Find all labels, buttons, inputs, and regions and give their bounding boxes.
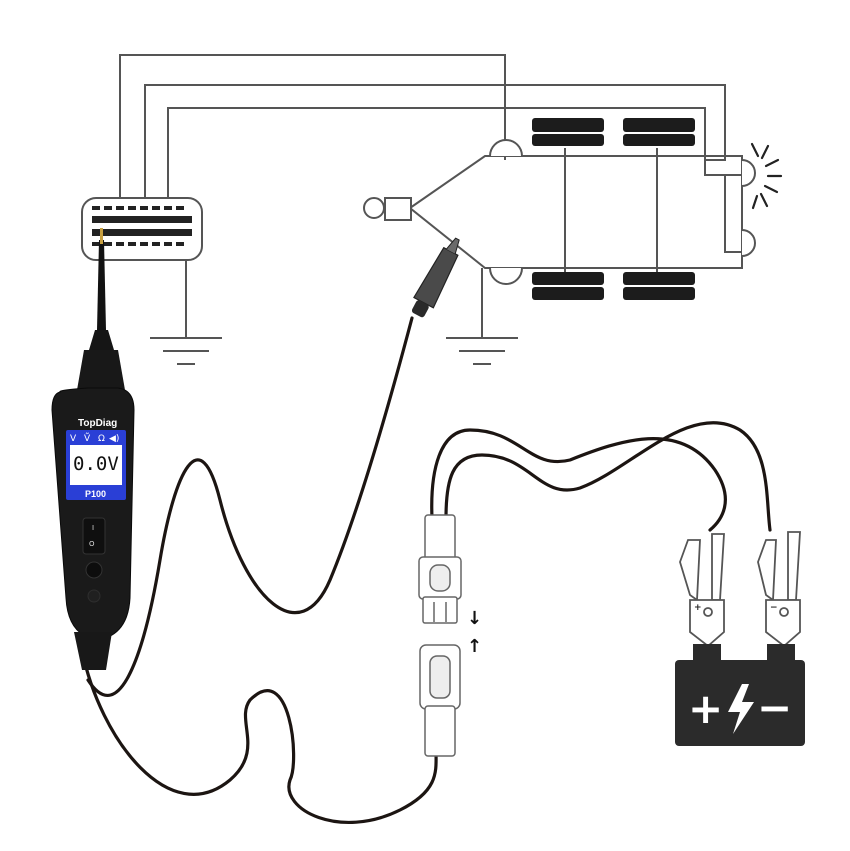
mode-ac-volt: Ṽ (84, 432, 91, 444)
screen-display (70, 445, 122, 485)
switch-on-label: I (92, 524, 94, 532)
connector-plug-top (418, 514, 462, 624)
battery-cables (430, 421, 772, 532)
mode-ohm: Ω (98, 434, 105, 444)
battery-minus-sign: − (757, 683, 792, 732)
speaker-grille-icon (87, 589, 101, 603)
clamp-negative-label: − (770, 603, 778, 613)
battery-clamp-negative: − (757, 531, 801, 648)
battery-plus-sign: + (688, 684, 723, 733)
battery-bolt-icon (728, 684, 754, 734)
test-button[interactable] (85, 561, 103, 579)
obd-connector-icon (81, 197, 203, 261)
model-label: P100 (85, 489, 106, 499)
ground-symbol-icon (150, 260, 222, 365)
battery-clamp-positive: + (679, 533, 725, 648)
clamp-positive-label: + (694, 603, 702, 613)
alligator-clip-icon (411, 237, 460, 318)
connector-plug-bottom (419, 644, 461, 757)
vehicle-axles (532, 118, 695, 300)
switch-off-label: O (89, 540, 95, 548)
arrow-down-icon: ↓ (467, 608, 482, 629)
mode-row: V Ṽ Ω ◀) (70, 432, 119, 444)
arrow-up-icon: ↑ (467, 636, 482, 657)
circuit-tester-device: TopDiag V Ṽ Ω ◀) 0.0V P100 I O (51, 228, 135, 670)
harness-wires (119, 54, 742, 253)
power-switch[interactable] (82, 517, 106, 555)
mode-sound: ◀) (109, 434, 119, 444)
connector-arrows: ↓ ↑ (467, 608, 482, 657)
probe-cables (80, 316, 438, 824)
chassis-ground-icon (446, 268, 518, 365)
vehicle-chassis (363, 139, 743, 285)
screen-reading: 0.0V (73, 453, 119, 475)
mode-dc-volt: V (70, 434, 77, 444)
brand-label: TopDiag (78, 418, 117, 429)
light-rays (750, 142, 783, 210)
battery-icon: + − (675, 644, 805, 746)
cable-strain-relief (74, 632, 112, 670)
probe-tip (97, 240, 106, 330)
bulb-icon (741, 159, 756, 257)
